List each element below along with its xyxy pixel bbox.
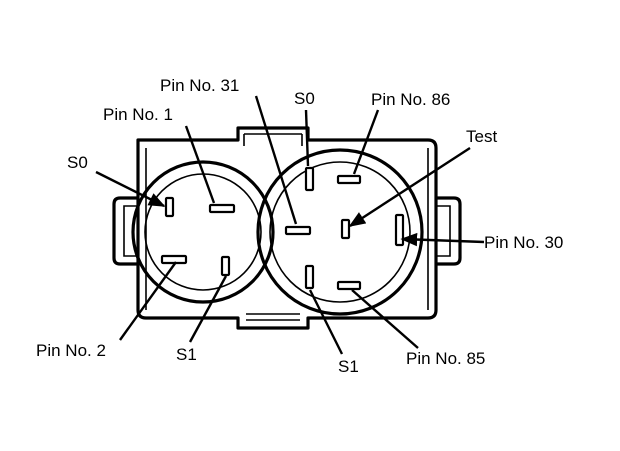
leader-pin30 — [400, 232, 485, 247]
label-pin85: Pin No. 85 — [406, 349, 485, 368]
s1-right-slot — [304, 264, 315, 290]
label-pin86: Pin No. 86 — [371, 90, 450, 109]
leader-s0-left — [95, 170, 166, 208]
label-pin31: Pin No. 31 — [160, 76, 239, 95]
label-pin1: Pin No. 1 — [103, 105, 173, 124]
pin-2-slot — [160, 254, 188, 265]
pin-85-slot — [336, 280, 362, 291]
pin-86-slot — [336, 174, 362, 185]
s0-left-slot — [164, 196, 175, 218]
leader-pin85 — [351, 289, 419, 349]
leader-pin31 — [254, 95, 298, 225]
leader-test — [348, 146, 471, 228]
label-s1-left: S1 — [176, 345, 197, 364]
pin-30-slot — [394, 213, 405, 247]
leader-pin86 — [352, 109, 380, 175]
label-s1-right: S1 — [338, 357, 359, 376]
left-socket — [131, 160, 275, 304]
leader-s0-top — [304, 109, 310, 167]
right-socket — [256, 148, 424, 316]
leader-lines — [95, 95, 485, 355]
leader-pin1 — [184, 125, 216, 204]
pin-1-slot — [208, 203, 236, 214]
test-slot — [340, 218, 351, 240]
leader-s1-right — [308, 289, 344, 355]
leader-s1-left — [188, 275, 228, 343]
label-pin2: Pin No. 2 — [36, 341, 106, 360]
label-test: Test — [466, 127, 497, 146]
labels: Pin No. 1 Pin No. 31 S0 Pin No. 86 Test … — [36, 76, 563, 376]
leader-pin2 — [119, 261, 177, 341]
pin-31-slot — [284, 225, 312, 236]
label-s0-top: S0 — [294, 89, 315, 108]
s1-left-slot — [220, 255, 231, 277]
s0-right-slot — [304, 166, 315, 192]
label-pin30: Pin No. 30 — [484, 233, 563, 252]
label-s0-left: S0 — [67, 153, 88, 172]
